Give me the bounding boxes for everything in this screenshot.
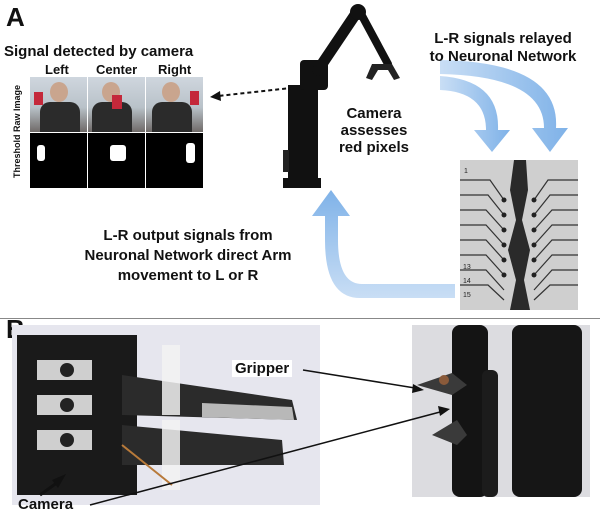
column-label-left: Left bbox=[45, 62, 69, 77]
red-cup bbox=[112, 95, 122, 109]
person-body bbox=[40, 102, 80, 132]
threshold-image-center bbox=[88, 133, 145, 188]
threshold-image-left bbox=[30, 133, 87, 188]
camera-assess-line-2: assesses bbox=[340, 122, 408, 139]
panel-a-letter: A bbox=[6, 2, 25, 32]
column-label-center: Center bbox=[96, 62, 138, 77]
red-cup bbox=[34, 92, 43, 105]
relay-text: L-R signals relayed to Neuronal Network bbox=[408, 30, 598, 66]
mea-electrodes bbox=[460, 160, 578, 310]
relay-arrow-right bbox=[440, 60, 568, 152]
panel-divider bbox=[0, 318, 600, 319]
mea-number-14: 14 bbox=[463, 278, 471, 285]
gripper-label: Gripper bbox=[232, 360, 293, 377]
threshold-blob bbox=[186, 143, 195, 163]
threshold-blob bbox=[110, 145, 126, 161]
relay-text-line-2: to Neuronal Network bbox=[429, 48, 577, 65]
gripper-top-view-photo bbox=[12, 325, 320, 505]
gripper-top-view-graphic bbox=[12, 325, 320, 505]
robot-arm bbox=[283, 4, 400, 188]
threshold-image-right bbox=[146, 133, 203, 188]
robot-arm-side-view-graphic bbox=[412, 325, 590, 497]
camera-signal-title: Signal detected by camera bbox=[4, 43, 194, 60]
robot-arm-side-view-photo bbox=[412, 325, 590, 497]
relay-text-line-1: L-R signals relayed bbox=[434, 30, 572, 47]
camera-assess-label: Camera assesses red pixels bbox=[325, 105, 423, 156]
relay-arrow-left bbox=[440, 76, 510, 152]
person-head bbox=[162, 82, 180, 102]
camera-assess-line-1: Camera bbox=[346, 105, 402, 122]
output-arrow bbox=[312, 190, 455, 298]
output-text: L-R output signals from Neuronal Network… bbox=[58, 226, 318, 286]
column-label-right: Right bbox=[158, 62, 192, 77]
output-text-line-2: Neuronal Network direct Arm bbox=[84, 247, 292, 264]
person-body bbox=[152, 102, 192, 132]
camera-to-images-arrow bbox=[217, 86, 301, 97]
raw-image-right bbox=[146, 77, 203, 132]
threshold-blob bbox=[37, 145, 45, 161]
output-text-line-3: movement to L or R bbox=[117, 267, 259, 284]
neuronal-network-mea-image: 1 13 14 15 bbox=[460, 160, 578, 310]
camera-label-b: Camera bbox=[18, 496, 74, 513]
camera-assess-line-3: red pixels bbox=[338, 139, 410, 156]
person-head bbox=[50, 82, 68, 102]
output-text-line-1: L-R output signals from bbox=[103, 227, 273, 244]
red-cup bbox=[190, 91, 199, 105]
mea-number-13: 13 bbox=[463, 264, 471, 271]
panel-a-graphics bbox=[210, 4, 568, 298]
mea-number-15: 15 bbox=[463, 292, 471, 299]
raw-image-center bbox=[88, 77, 145, 132]
raw-image-left bbox=[30, 77, 87, 132]
mea-number-1: 1 bbox=[464, 168, 468, 175]
